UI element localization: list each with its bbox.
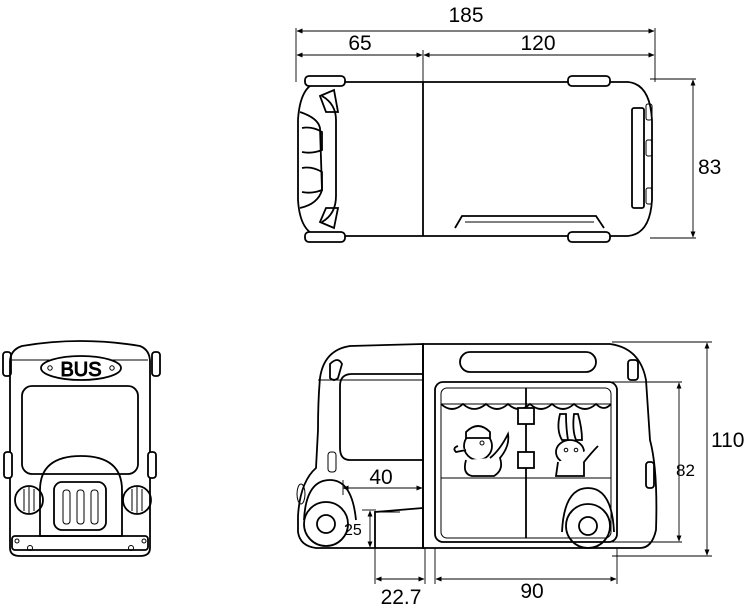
dim-label-82: 82 (676, 461, 695, 480)
top-view-wheel-rear-top (567, 75, 611, 87)
top-view-wheel-rear-bottom (567, 231, 611, 243)
top-view-body-outline (297, 81, 653, 237)
front-view-bus-sign-text: BUS (60, 359, 101, 381)
top-view-mirror-right (318, 207, 340, 230)
front-view-wheel-right (147, 451, 157, 479)
front-view-bumper (11, 535, 149, 551)
side-view-cab-window (339, 373, 424, 461)
front-view-grille-slot-3 (90, 489, 99, 525)
top-view-step (454, 215, 605, 229)
side-view-hub-rear (578, 516, 598, 536)
front-view-windshield (21, 385, 139, 475)
dim-label-22-7: 22.7 (381, 586, 422, 609)
front-view: BUS (2, 340, 161, 557)
side-view-hinge-1 (517, 407, 535, 425)
top-view-windshield (321, 95, 337, 223)
side-view-rabbit-character (554, 413, 599, 477)
front-view-sign-dot-left (47, 365, 53, 371)
front-view-bolt-2 (128, 545, 134, 551)
side-view-wheel-rear (565, 503, 611, 549)
front-view-bolt-3 (14, 538, 20, 544)
front-view-grille (53, 481, 107, 531)
dim-label-185: 185 (448, 4, 483, 27)
front-view-grille-slot-1 (62, 489, 71, 525)
side-view-hub-front (316, 514, 336, 534)
front-view-grille-slot-2 (76, 489, 85, 525)
side-view-wheel-front (303, 501, 349, 547)
side-view-roof-vent (459, 351, 597, 373)
top-view-rear-window (631, 107, 645, 209)
front-view-hood (39, 455, 123, 537)
top-view-rear-light-top (645, 103, 653, 121)
top-view-headlamp-upper (301, 126, 323, 154)
dim-label-120: 120 (520, 32, 555, 55)
front-view-bolt-4 (141, 538, 147, 544)
side-view-fender-front (327, 451, 337, 473)
front-view-bus-sign (40, 355, 122, 381)
top-view-wheel-front-top (304, 75, 346, 87)
side-view-cab-outline (297, 343, 424, 549)
front-view-body-outline (9, 340, 151, 557)
top-view-headlamp-lower (301, 166, 323, 194)
front-view-bolt-1 (27, 545, 33, 551)
dim-label-83: 83 (698, 156, 721, 179)
front-view-mirror-right (151, 351, 161, 377)
side-view-rear-light-mid (645, 461, 655, 489)
top-view-mirror-left (318, 88, 340, 113)
side-view-wheel-arch-front (303, 479, 357, 521)
dim-label-40: 40 (369, 466, 392, 489)
side-view-hinge-2 (517, 451, 535, 469)
side-view-door-frame (434, 381, 618, 543)
side-view: 40 110 82 25 22.7 90 (296, 341, 744, 609)
dim-label-25: 25 (344, 522, 362, 539)
side-view-duck-character (453, 425, 510, 477)
top-view-rear-light-bottom (645, 187, 653, 205)
front-view-wheel-left (3, 451, 13, 479)
top-view-rear-light-mid (645, 139, 653, 157)
top-view-wheel-front-bottom (304, 231, 346, 243)
dim-label-65: 65 (348, 32, 371, 55)
side-view-headlight (296, 483, 306, 505)
side-view-rear-body-outline (422, 343, 658, 549)
side-view-step-box (374, 507, 424, 548)
side-view-wheel-arch-rear (561, 487, 615, 533)
top-view-hood (299, 111, 323, 209)
side-view-mirror (329, 359, 343, 381)
front-view-sign-dot-right (109, 365, 115, 371)
dim-label-90: 90 (520, 580, 543, 603)
front-view-mirror-left (2, 351, 12, 377)
top-view: 185 65 120 83 (295, 4, 721, 243)
front-view-headlight-right (122, 485, 152, 515)
front-view-headlight-left (14, 485, 44, 515)
dim-label-110: 110 (711, 429, 744, 452)
side-view-rear-light-top (627, 359, 639, 381)
